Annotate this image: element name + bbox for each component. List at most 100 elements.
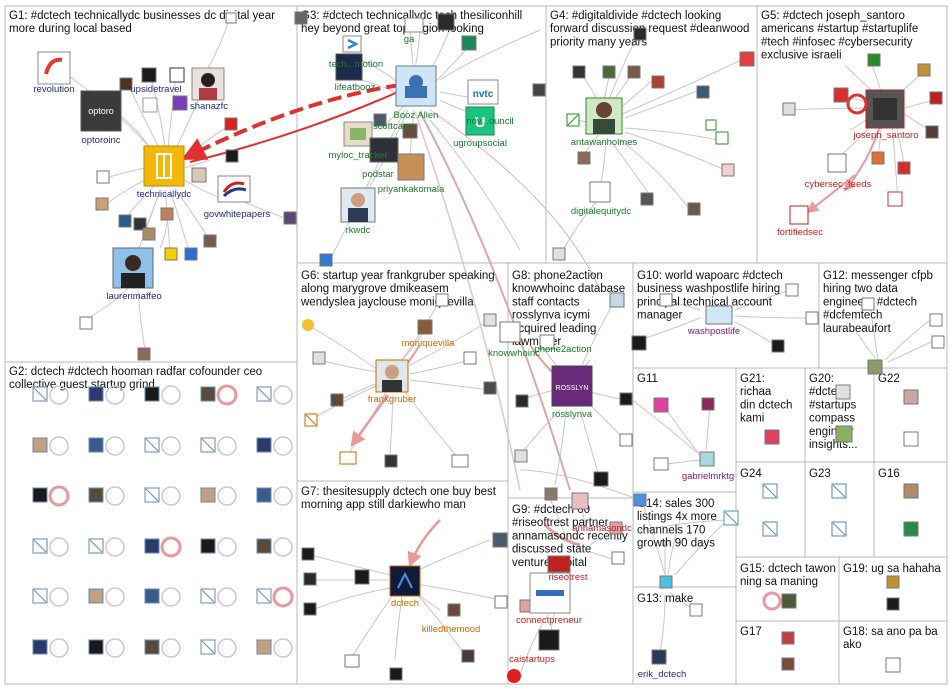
node-g9-b[interactable] [609,521,623,535]
node-ga[interactable] [404,17,424,33]
node-g6-f[interactable] [451,454,469,468]
g2-node[interactable] [144,538,160,554]
node-antawanholmes[interactable] [585,97,623,135]
g2-node[interactable] [88,588,104,604]
node-annamasondc[interactable] [571,492,589,510]
node-g8-b[interactable] [515,394,529,408]
node-scottcase[interactable] [373,113,387,127]
node-erik_dctech[interactable] [651,649,667,665]
node-g7-c[interactable] [303,602,317,616]
node-g18-a[interactable] [885,657,901,673]
node-g6-h[interactable] [463,351,477,365]
node-g1-s[interactable] [79,316,93,330]
node-g9-a[interactable] [507,669,521,683]
node-g1-o[interactable] [225,149,239,163]
node-thesiliconhill[interactable] [395,65,437,107]
g2-node[interactable] [88,386,104,402]
g2-node[interactable] [88,437,104,453]
node-g16-a[interactable] [903,483,919,499]
node-rkwdc[interactable] [340,187,376,223]
g2-node[interactable] [144,588,160,604]
node-g5-d[interactable] [929,91,943,105]
g2-node[interactable] [32,487,48,503]
node-g1-p[interactable] [224,117,238,131]
node-g5-g[interactable] [871,151,885,165]
node-caistartups[interactable] [538,629,560,651]
g2-node[interactable] [256,437,272,453]
node-g10-d[interactable] [805,311,819,325]
node-g5-f[interactable] [897,161,911,175]
node-g6-a[interactable] [302,319,314,331]
node-g7-e[interactable] [389,667,403,681]
node-priyankakomala[interactable] [397,153,425,181]
node-joseph_santoro[interactable] [865,89,905,129]
node-g5-e[interactable] [925,125,939,139]
node-g4-j[interactable] [715,131,729,145]
node-gabrielmrktg[interactable] [699,451,715,467]
node-revolution[interactable] [37,51,71,85]
node-g17-a[interactable] [781,631,795,645]
node-g1-b[interactable] [169,67,185,83]
node-g4-c[interactable] [627,65,641,79]
node-g1-d[interactable] [142,97,158,113]
node-g12-d[interactable] [931,335,945,349]
node-g4-b[interactable] [602,65,616,79]
node-g5-i[interactable] [887,191,903,207]
node-g22-a[interactable] [903,389,919,405]
g2-node[interactable] [88,487,104,503]
node-g20-a[interactable] [835,425,853,443]
node-g4-o[interactable] [552,247,566,261]
node-g11-c[interactable] [653,457,669,471]
node-g3-f[interactable] [402,123,418,139]
node-g6-i[interactable] [483,313,497,327]
node-g7-b[interactable] [303,572,317,586]
node-g22-b[interactable] [903,431,919,447]
g2-node[interactable] [256,487,272,503]
node-myloc[interactable] [343,121,373,147]
node-ugroupsocial[interactable]: U [465,106,495,136]
node-moniquevilla[interactable] [417,319,433,335]
node-g15-a[interactable] [781,593,797,609]
node-g4-e[interactable] [696,85,710,99]
node-g11-b[interactable] [701,397,715,411]
node-g3-e[interactable] [319,253,333,267]
node-g7-h[interactable] [494,595,508,609]
node-podstar[interactable] [369,137,399,163]
node-shanazfc[interactable] [191,67,225,101]
g2-node[interactable] [200,487,216,503]
node-technicallydc[interactable] [143,145,185,187]
node-digitalequitydc[interactable] [589,181,611,203]
node-g1-l[interactable] [184,247,198,261]
node-g4-l[interactable] [739,51,755,67]
node-g11-a[interactable] [653,397,669,413]
node-g12-a[interactable] [867,359,883,375]
node-g9-c[interactable] [611,551,625,565]
node-g1-m[interactable] [203,234,217,248]
node-g8-a[interactable] [609,292,625,308]
node-g1-t[interactable] [137,347,151,361]
node-g8-e[interactable] [593,471,609,487]
node-g7-a[interactable] [301,547,315,561]
node-g6-e[interactable] [339,451,357,465]
node-g4-g[interactable] [577,151,591,165]
node-optoro[interactable]: optoro [80,90,122,132]
node-cybersec_feeds[interactable] [827,153,847,173]
node-g1-q[interactable] [283,211,297,225]
node-g16-b[interactable] [903,521,919,537]
node-g4-m[interactable] [633,27,647,41]
node-g19-b[interactable] [886,597,900,611]
node-knowwhoinc[interactable] [499,321,521,343]
node-technomotion[interactable] [342,35,362,53]
node-g10-b[interactable] [659,293,673,307]
node-g7-i[interactable] [492,532,508,548]
node-washpostlife[interactable] [705,305,733,325]
node-g13-b[interactable] [689,603,703,617]
node-g20-b[interactable] [835,384,851,400]
node-nvtc[interactable]: nvtc [467,79,499,105]
node-g4-k[interactable] [721,163,735,177]
g2-node[interactable] [144,639,160,655]
node-g5-a[interactable] [833,87,849,103]
node-g7-f[interactable] [354,569,370,585]
node-booz[interactable] [335,53,363,81]
node-killedthemood[interactable] [447,603,461,617]
